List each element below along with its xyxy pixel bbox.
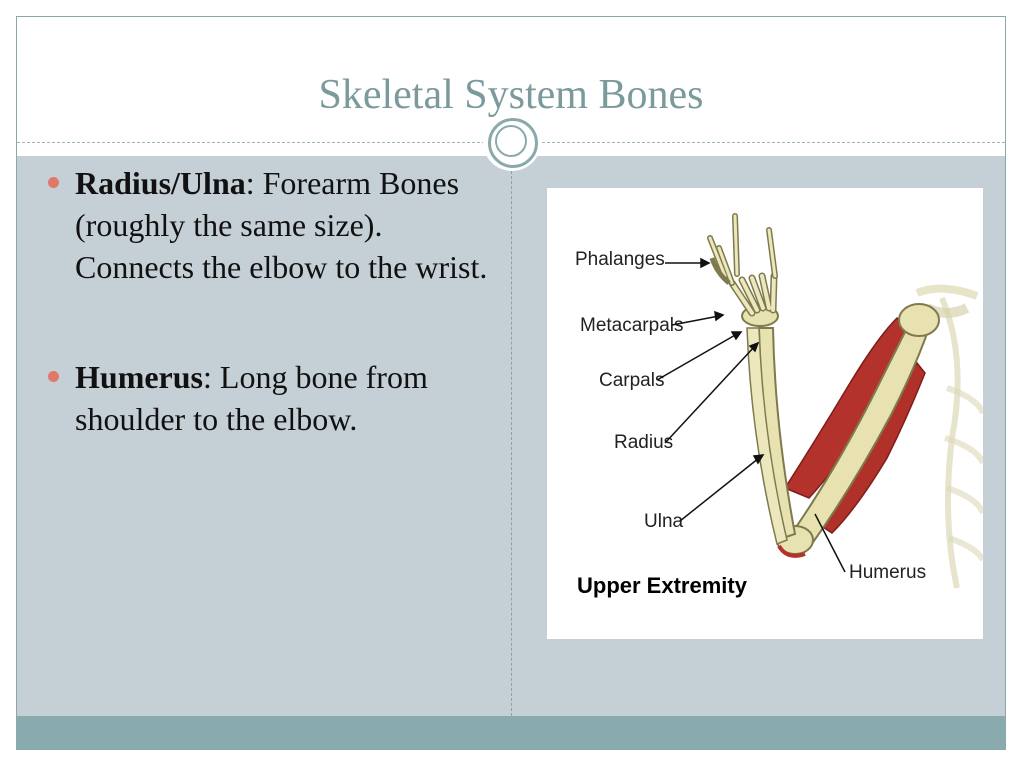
column-divider — [511, 156, 512, 716]
bullet-text: : Long bone from shoulder to the elbow. — [75, 359, 428, 437]
bullet-text: : Forearm Bones (roughly the same size).… — [75, 165, 488, 285]
label-humerus: Humerus — [849, 562, 926, 583]
bullet-list: Radius/Ulna: Forearm Bones (roughly the … — [48, 162, 488, 500]
bullet-humerus: Humerus: Long bone from shoulder to the … — [48, 356, 488, 440]
slide-title: Skeletal System Bones — [318, 72, 704, 118]
label-metacarpals: Metacarpals — [580, 315, 684, 336]
bullet-radius-ulna: Radius/Ulna: Forearm Bones (roughly the … — [48, 162, 488, 288]
label-radius: Radius — [614, 432, 673, 453]
footer-bar — [17, 716, 1005, 749]
bullet-dot-icon — [48, 177, 59, 188]
pointer-arrows — [656, 257, 846, 573]
label-phalanges: Phalanges — [575, 249, 665, 270]
arm-skeleton-figure: Phalanges Metacarpals Carpals Radius Uln… — [547, 188, 983, 639]
label-carpals: Carpals — [599, 370, 664, 391]
label-ulna: Ulna — [644, 511, 684, 532]
figure-caption: Upper Extremity — [577, 573, 748, 598]
bullet-term: Radius/Ulna — [75, 165, 246, 201]
bullet-dot-icon — [48, 371, 59, 382]
arm-skeleton-illustration: Phalanges Metacarpals Carpals Radius Uln… — [575, 213, 983, 598]
bullet-term: Humerus — [75, 359, 203, 395]
ring-ornament-inner — [495, 125, 527, 157]
